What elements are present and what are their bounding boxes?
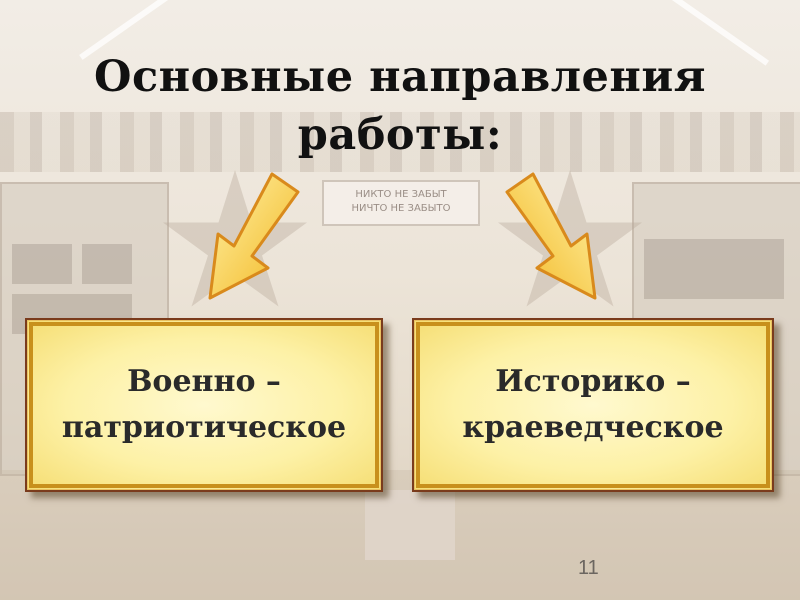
background-pedestal bbox=[365, 490, 455, 560]
down-right-arrow-icon bbox=[505, 172, 597, 300]
background-banner: НИКТО НЕ ЗАБЫТ НИЧТО НЕ ЗАБЫТО bbox=[322, 180, 480, 226]
page-number: 11 bbox=[578, 557, 599, 579]
slide-title: Основные направления работы: bbox=[94, 52, 706, 160]
direction-label: Историко – краеведческое bbox=[462, 364, 724, 445]
down-left-arrow-icon bbox=[208, 172, 300, 300]
direction-box-military-patriotic: Военно – патриотическое bbox=[25, 318, 383, 492]
direction-label: Военно – патриотическое bbox=[61, 364, 347, 445]
direction-box-historical-local-lore: Историко – краеведческое bbox=[412, 318, 774, 492]
background-frieze bbox=[0, 112, 800, 172]
